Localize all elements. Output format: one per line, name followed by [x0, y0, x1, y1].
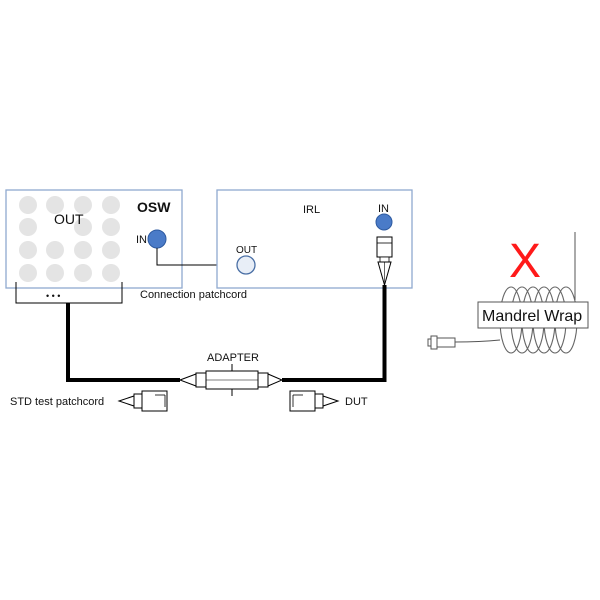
osw-port [74, 264, 92, 282]
mandrel-wrap-label: Mandrel Wrap [482, 308, 582, 325]
osw-port [74, 241, 92, 259]
osw-in-label: IN [136, 234, 147, 246]
std-test-patchcord-connector: STD test patchcord [10, 390, 168, 412]
osw-port [74, 218, 92, 236]
dut-connector: DUT [289, 390, 368, 412]
osw-ellipsis: • • • [46, 291, 60, 301]
osw-port [19, 264, 37, 282]
irl-title: IRL [303, 204, 320, 216]
osw-port [102, 241, 120, 259]
irl-unit: IRL IN OUT [216, 189, 413, 289]
irl-out-port[interactable] [236, 255, 256, 275]
std-test-patchcord-label: STD test patchcord [10, 396, 104, 408]
irl-out-label: OUT [236, 245, 257, 256]
connection-patchcord-line [156, 248, 238, 266]
mandrel-lead-connector [427, 335, 456, 350]
irl-in-connector [376, 236, 393, 287]
adapter-label: ADAPTER [207, 352, 259, 364]
osw-port-grid [19, 196, 120, 282]
osw-port [74, 196, 92, 214]
osw-port [102, 218, 120, 236]
osw-port [102, 196, 120, 214]
cross-mark-icon: X [509, 235, 541, 288]
osw-port [46, 264, 64, 282]
std-test-patchcord-cable [66, 303, 180, 382]
osw-out-label: OUT [54, 211, 84, 227]
mandrel-wrap-label-box [477, 301, 589, 329]
mandrel-wrap: Mandrel Wrap X [427, 232, 589, 354]
osw-port [46, 196, 64, 214]
osw-port [46, 241, 64, 259]
irl-in-label: IN [378, 203, 389, 215]
dut-label: DUT [345, 396, 368, 408]
osw-port [102, 264, 120, 282]
osw-port [19, 196, 37, 214]
osw-port [19, 218, 37, 236]
osw-title: OSW [137, 199, 171, 215]
osw-in-port[interactable] [147, 229, 167, 249]
irl-in-port[interactable] [375, 213, 393, 231]
osw-unit: OUT OSW IN [5, 189, 183, 289]
connection-patchcord-label: Connection patchcord [140, 289, 247, 301]
adapter: ADAPTER [178, 352, 284, 396]
dut-cable [282, 285, 387, 382]
osw-port [19, 241, 37, 259]
